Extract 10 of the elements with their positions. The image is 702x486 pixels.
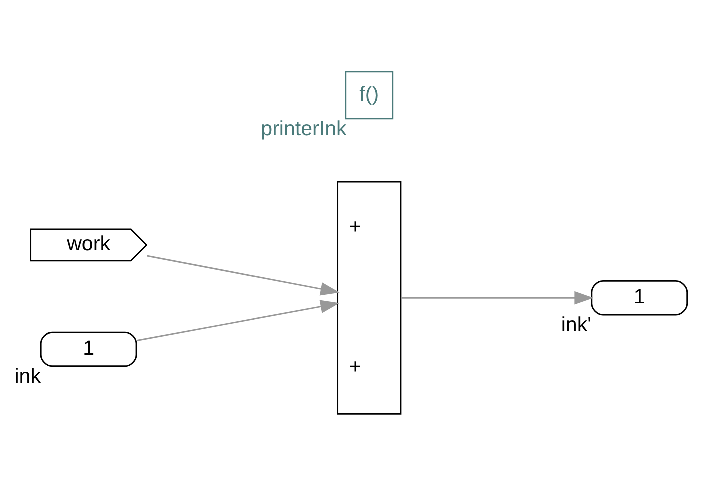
arrow: [146, 255, 340, 296]
node-box: 1: [40, 332, 138, 368]
arrow: [136, 300, 340, 342]
node-label: printerInk: [261, 117, 347, 140]
node-box: + +: [337, 181, 402, 415]
node-label: ink': [561, 313, 592, 336]
node-label: ink: [14, 364, 41, 388]
node-box: f(): [345, 71, 394, 120]
arrow: [400, 291, 594, 305]
node-box: 1: [591, 280, 688, 316]
